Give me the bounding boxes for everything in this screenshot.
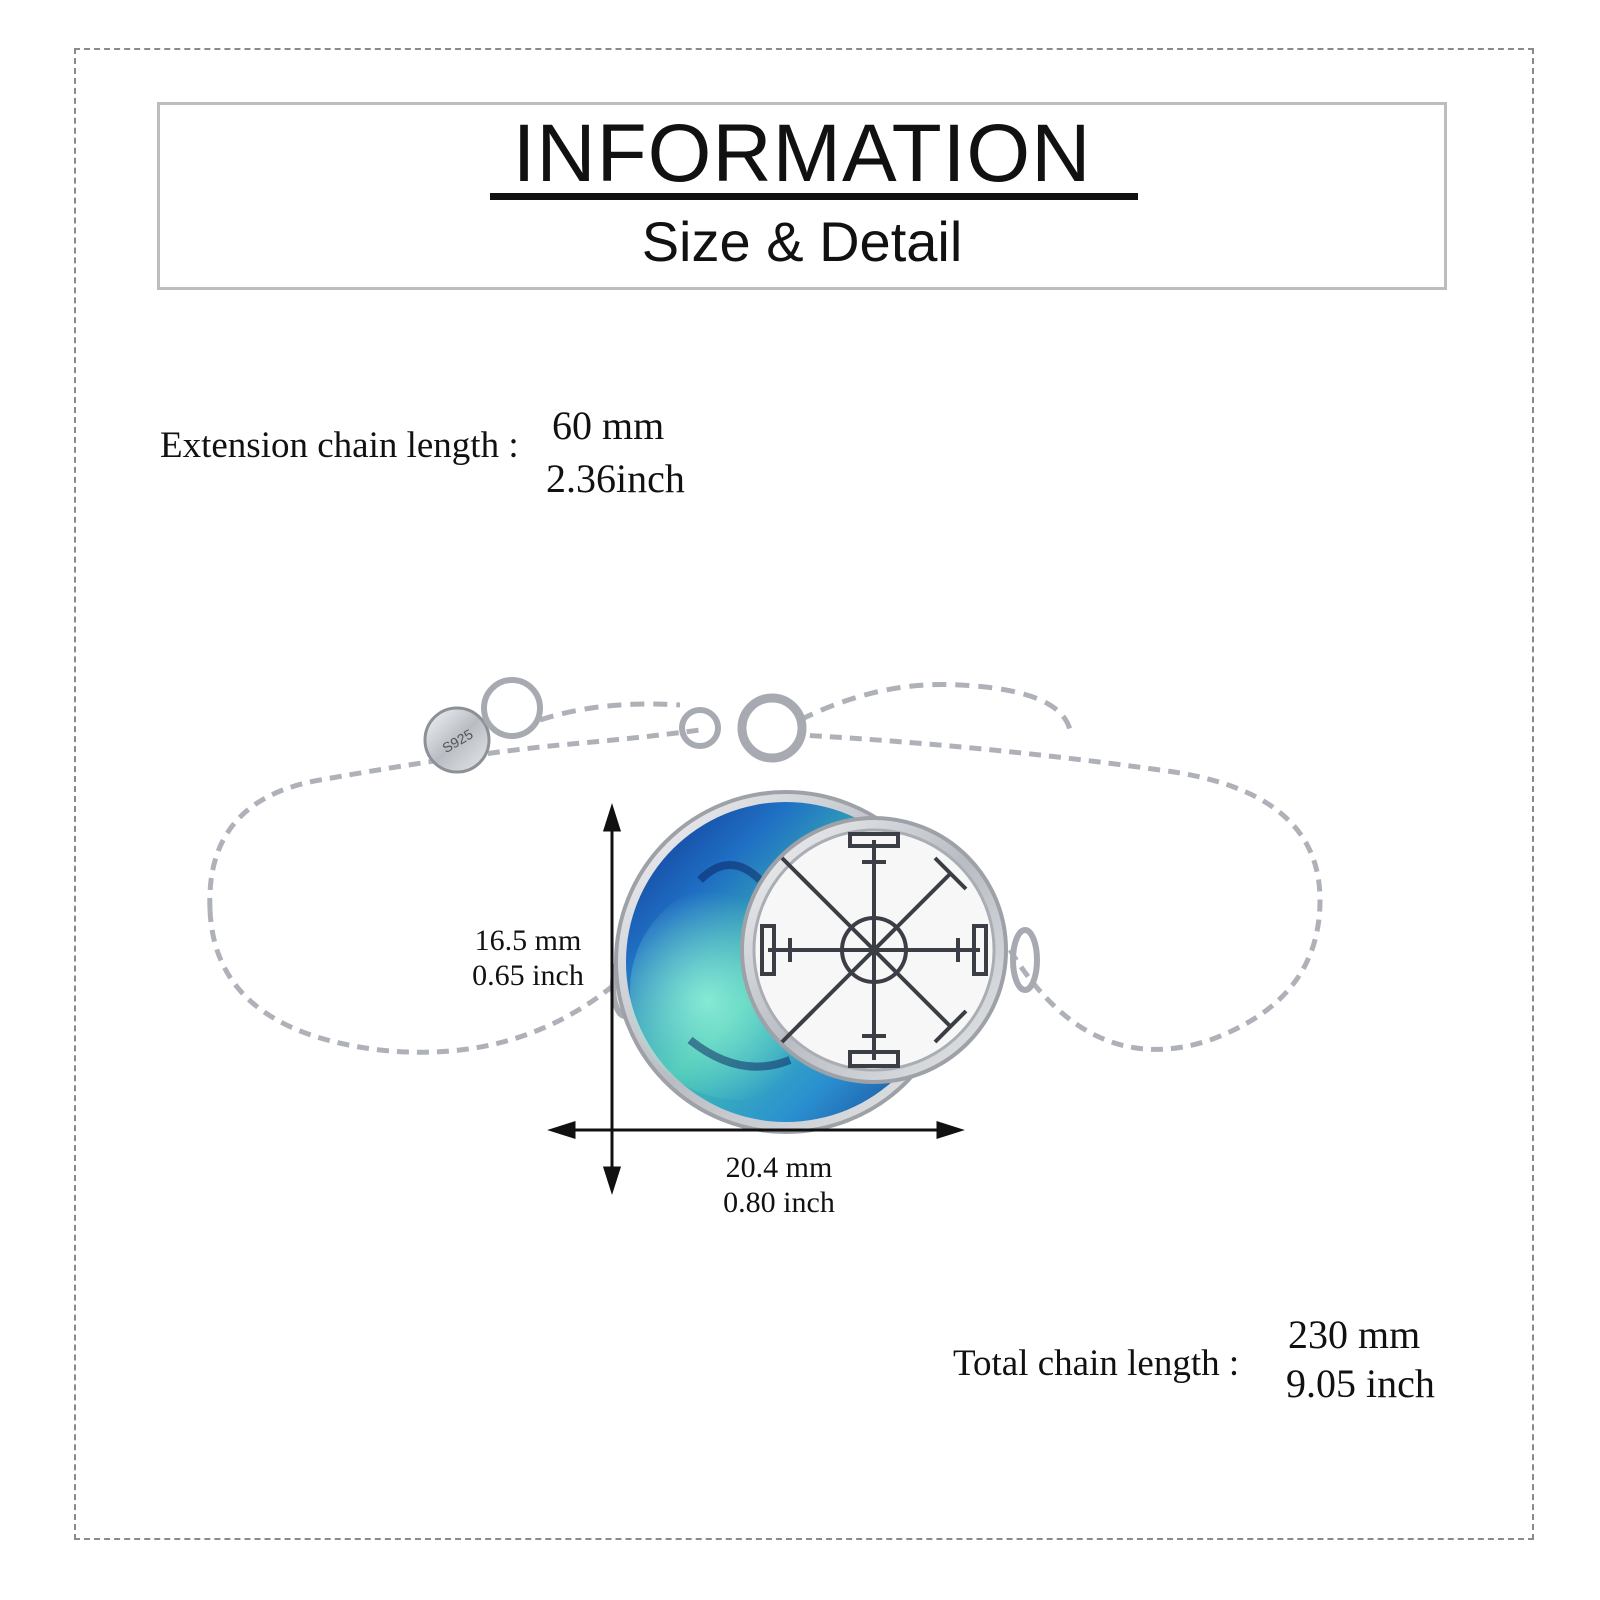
total-chain-inch: 9.05 inch [1286,1361,1435,1406]
header-title: INFORMATION [512,108,1092,199]
height-dimension-arrow [602,803,622,1195]
pendant-width-label: 20.4 mm 0.80 inch [706,1151,852,1220]
header-box: INFORMATION Size & Detail [157,102,1447,290]
extension-chain [539,681,1073,731]
vegvisir-symbol [760,832,988,1068]
pendant-width-mm: 20.4 mm [725,1151,833,1184]
pendant-height-mm: 16.5 mm [474,924,582,957]
header-underline [490,193,1138,200]
s925-tag: S925 [423,677,543,774]
total-chain-label: Total chain length : [953,1343,1240,1384]
pendant [614,790,1008,1134]
pendant-height-inch: 0.65 inch [472,958,584,992]
extension-chain-mm: 60 mm [552,403,665,448]
outer-dashed-frame [74,48,1534,1540]
spring-clasp [679,693,807,763]
pendant-width-inch: 0.80 inch [723,1185,835,1219]
extension-chain-inch: 2.36inch [546,456,685,501]
width-dimension-arrow [547,1120,965,1140]
header-subtitle: Size & Detail [641,210,963,273]
main-chain [207,727,1323,1055]
extension-chain-label: Extension chain length : [160,425,519,466]
pendant-height-label: 16.5 mm 0.65 inch [460,924,596,993]
total-chain-mm: 230 mm [1288,1312,1421,1357]
right-jump-ring [1010,927,1040,993]
